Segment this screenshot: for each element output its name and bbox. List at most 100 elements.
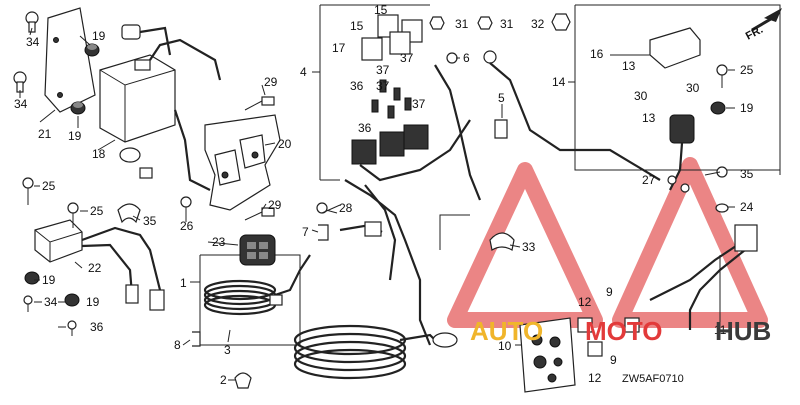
callout-11: 11 (714, 323, 727, 337)
callout-34-e: 35 (740, 167, 754, 181)
screw-34-bl2 (67, 320, 77, 336)
callout-27: 27 (642, 173, 656, 187)
callout-19-d: 19 (86, 295, 100, 309)
main-harness-4 (293, 179, 458, 380)
nut-31-a (429, 16, 445, 30)
watermark-word-hub: HUB (715, 316, 771, 346)
bolt-34-top (25, 11, 39, 33)
relay-sockets-36 (351, 119, 471, 182)
callout-15-a: 15 (374, 3, 388, 17)
relay-box-22 (34, 219, 165, 311)
callout-18: 18 (92, 147, 106, 161)
watermark-word-moto: MOTO (585, 316, 663, 346)
bolt-25-b (67, 202, 79, 228)
bolt-29-bottom (244, 207, 275, 221)
callout-37-d: 37 (412, 97, 426, 111)
callout-labels: 34 34 19 19 21 18 29 20 29 26 35 25 25 1… (14, 3, 754, 387)
callout-9-a: 9 (606, 285, 613, 299)
callout-5: 5 (498, 91, 505, 105)
callout-36-a: 36 (350, 79, 364, 93)
diagram-code: ZW5AF0710 (622, 373, 684, 385)
washer-24 (715, 203, 729, 213)
bracket-plate (44, 7, 96, 113)
callout-1: 1 (180, 276, 187, 290)
callout-12-a: 12 (578, 295, 592, 309)
plugs-12 (577, 317, 640, 357)
callout-30-b: 30 (686, 81, 700, 95)
grommet-19-bl1 (24, 271, 40, 285)
clamp-35 (117, 203, 141, 224)
callout-31-a: 31 (455, 17, 469, 31)
bolt-29-top (244, 96, 275, 111)
callout-34-b: 34 (14, 97, 28, 111)
callout-12-b: 12 (588, 371, 602, 385)
callout-35: 35 (143, 214, 157, 228)
callout-19-a: 19 (92, 29, 106, 43)
relay-cluster (361, 14, 423, 61)
callout-32: 32 (531, 17, 545, 31)
callout-7: 7 (302, 225, 309, 239)
bolt-25-a (22, 177, 34, 205)
callout-30-a: 30 (634, 89, 648, 103)
bolt-34-mid (13, 71, 27, 93)
callout-37-b: 37 (400, 51, 414, 65)
callout-37-a: 37 (376, 63, 390, 77)
terminal-6 (446, 52, 458, 64)
callout-13-b: 13 (642, 111, 656, 125)
bolt-28 (316, 202, 341, 214)
screw-34-right (716, 166, 728, 178)
callout-19-c: 19 (42, 273, 56, 287)
callout-13-a: 13 (622, 59, 636, 73)
callout-34-c: 34 (44, 295, 58, 309)
callout-19-e: 19 (740, 101, 754, 115)
callout-16: 16 (590, 47, 604, 61)
callout-22: 22 (88, 261, 102, 275)
bolt-25-right (716, 64, 728, 88)
grommet-19-right (710, 101, 726, 115)
callout-25-b: 25 (90, 204, 104, 218)
callout-20: 20 (278, 137, 292, 151)
mount-bracket-20 (204, 114, 281, 211)
callout-25-a: 25 (42, 179, 56, 193)
direction-label: FR. (744, 24, 765, 43)
clip-2 (234, 372, 252, 389)
leader-lines (19, 27, 735, 381)
callout-17: 17 (332, 41, 346, 55)
callout-26: 26 (180, 219, 194, 233)
terminal-lead (434, 50, 661, 201)
nut-32 (551, 13, 571, 31)
callout-4: 4 (300, 65, 307, 79)
grommet-19-mid (70, 101, 86, 115)
switch-16 (649, 27, 701, 69)
clip-8 (192, 331, 201, 347)
callout-24: 24 (740, 200, 754, 214)
callout-3: 3 (224, 343, 231, 357)
grommet-19-top (84, 43, 100, 57)
callout-29-a: 29 (264, 75, 278, 89)
front-direction-arrow: FR. (744, 8, 782, 43)
watermark-word-auto: AUTO (470, 316, 543, 346)
terminal-27 (667, 175, 690, 193)
wire-harness-coil-1 (203, 254, 311, 316)
callout-25-c: 25 (740, 63, 754, 77)
sensor-connector (121, 24, 172, 56)
control-unit-18 (99, 38, 222, 191)
callout-9-b: 9 (610, 353, 617, 367)
callout-2: 2 (220, 373, 227, 387)
grommet-19-bl2 (64, 293, 80, 307)
callout-33: 33 (522, 240, 536, 254)
clamp-33 (489, 232, 515, 251)
watermark-triangle-left (447, 162, 603, 328)
gauge-23 (239, 234, 276, 266)
callout-29-b: 29 (268, 198, 282, 212)
callout-10: 10 (498, 339, 512, 353)
holder-5 (494, 119, 508, 139)
callout-8: 8 (174, 338, 181, 352)
callout-15-b: 15 (350, 19, 364, 33)
callout-14: 14 (552, 75, 566, 89)
callout-6: 6 (463, 51, 470, 65)
callout-36-b: 36 (358, 121, 372, 135)
callout-34-d: 36 (90, 320, 104, 334)
callout-19-b: 19 (68, 129, 82, 143)
